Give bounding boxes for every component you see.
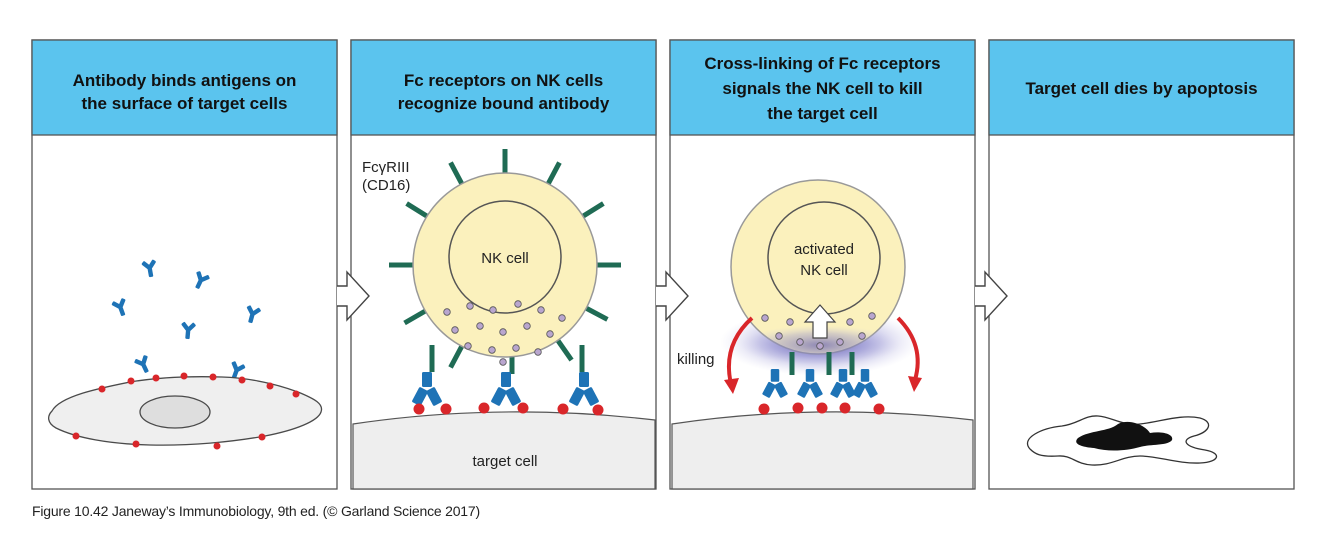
granule — [523, 322, 531, 330]
killing-label: killing — [677, 351, 715, 368]
panel-header — [31, 39, 338, 136]
granule — [512, 344, 520, 352]
flow-arrow — [656, 270, 689, 322]
panel-header — [988, 39, 1295, 136]
granule — [786, 318, 794, 326]
condensed-nucleus — [1076, 421, 1173, 451]
killing-arrow-left-head — [724, 378, 739, 394]
flow-arrow — [975, 270, 1008, 322]
panel-header-text: the target cell — [767, 104, 878, 123]
panel-4: Target cell dies by apoptosis — [988, 39, 1295, 490]
fc-receptor — [583, 305, 609, 322]
granule — [537, 306, 545, 314]
activated-label-line2: NK cell — [800, 262, 848, 279]
fc-receptor — [545, 161, 562, 187]
antigens — [413, 402, 604, 416]
killing-arrow-left — [726, 316, 754, 385]
fc-receptor — [448, 161, 465, 187]
activated-label: activated — [794, 241, 854, 258]
granule — [499, 328, 507, 336]
receptor-label-cd16: (CD16) — [362, 177, 410, 194]
target-cell-surface — [352, 411, 656, 490]
granule — [868, 312, 876, 320]
granule — [534, 348, 542, 356]
granule — [816, 342, 824, 350]
panel-header-text: recognize bound antibody — [398, 94, 610, 113]
granule — [514, 300, 522, 308]
granule — [546, 330, 554, 338]
killing-arrow-right-head — [908, 376, 922, 392]
target-cell-surface — [671, 411, 974, 490]
granule — [836, 338, 844, 346]
granule — [858, 332, 866, 340]
polarization-arrow — [803, 304, 837, 339]
granules — [443, 300, 566, 366]
panel-header-text: signals the NK cell to kill — [722, 79, 922, 98]
granule — [476, 322, 484, 330]
fc-receptor — [554, 337, 574, 362]
panel-header — [350, 39, 657, 136]
panel-3-illustration: activated NK cell killing — [671, 179, 974, 490]
killing-arrow-right — [896, 316, 920, 381]
granule — [846, 318, 854, 326]
panel-header-text: the surface of target cells — [82, 94, 288, 113]
nk-cell-nucleus — [448, 200, 562, 314]
panel-header — [669, 39, 976, 136]
antigens — [758, 402, 885, 415]
granule — [775, 332, 783, 340]
granule — [796, 338, 804, 346]
flow-arrows — [337, 270, 1008, 322]
fc-receptor — [448, 343, 465, 369]
panel-header-text: Cross-linking of Fc receptors — [704, 54, 940, 73]
granule — [489, 306, 497, 314]
target-cell-label: target cell — [472, 453, 537, 470]
granule — [443, 308, 451, 316]
fc-receptor — [579, 201, 605, 220]
activated-nk-cell-nucleus — [767, 201, 881, 315]
figure-caption: Figure 10.42 Janeway’s Immunobiology, 9t… — [32, 503, 480, 519]
panel-3: Cross-linking of Fc receptors signals the… — [669, 39, 976, 490]
nucleus — [139, 395, 211, 429]
fc-receptors — [389, 149, 621, 374]
panel-header-text: Antibody binds antigens on — [73, 71, 297, 90]
granules — [761, 312, 876, 350]
granule — [464, 342, 472, 350]
granule — [466, 302, 474, 310]
granule — [761, 314, 769, 322]
granule — [451, 326, 459, 334]
panel-4-illustration — [1027, 415, 1218, 466]
panel-1-illustration — [48, 258, 323, 450]
fc-receptor — [403, 307, 429, 326]
cross-linked-receptors — [789, 352, 855, 375]
flow-arrow — [337, 270, 370, 322]
granule — [488, 346, 496, 354]
panel-header-text: Target cell dies by apoptosis — [1025, 79, 1257, 98]
receptor-label: FcγRIII — [362, 159, 410, 176]
panel-2-illustration: FcγRIII (CD16) NK cell target cell — [352, 149, 656, 490]
granule — [558, 314, 566, 322]
panel-header-text: Fc receptors on NK cells — [404, 71, 603, 90]
fc-receptor — [405, 201, 431, 220]
granule — [499, 358, 507, 366]
surface-antigens — [72, 372, 300, 450]
nk-cell-label: NK cell — [481, 250, 529, 267]
